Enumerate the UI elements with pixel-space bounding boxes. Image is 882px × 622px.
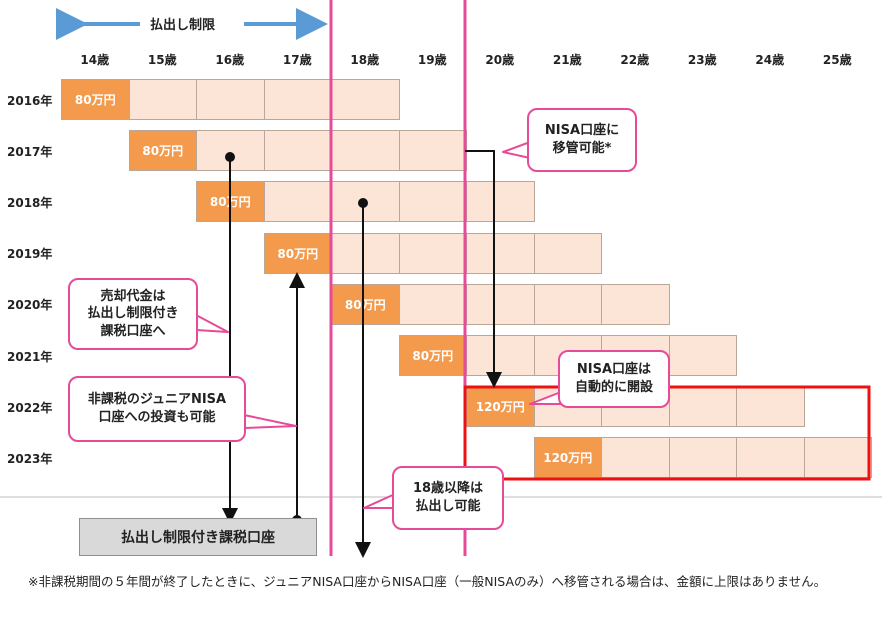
contribution-amount-cell: 120万円: [466, 386, 535, 428]
holding-period-cell: [601, 283, 670, 325]
age-label: 21歳: [552, 53, 582, 67]
age-label: 17歳: [282, 53, 312, 67]
age-label: 15歳: [147, 53, 177, 67]
restriction-label: 払出し制限: [150, 18, 216, 33]
callout-nisa-transfer: NISA口座に 移管可能*: [527, 108, 637, 172]
restricted-taxable-account-box: 払出し制限付き課税口座: [79, 518, 317, 556]
year-label: 2023年: [7, 451, 53, 466]
holding-period-cell: [331, 130, 400, 172]
holding-period-cell: [196, 79, 265, 120]
holding-period-cell: [601, 437, 670, 479]
contribution-amount-cell: 80万円: [61, 79, 130, 120]
nisa-transfer-arrow: [465, 150, 502, 388]
holding-period-cell: [331, 79, 400, 120]
callout-tail-sale-proceeds: [195, 314, 229, 333]
age-label: 16歳: [215, 53, 245, 67]
year-label: 2019年: [7, 247, 53, 262]
age-label: 24歳: [755, 53, 785, 67]
holding-period-cell: [803, 437, 872, 479]
year-label: 2020年: [7, 298, 53, 313]
age-label: 19歳: [417, 53, 447, 67]
callout-withdrawal-ok: 18歳以降は 払出し可能: [392, 466, 504, 530]
age-label: 14歳: [80, 53, 110, 67]
year-label: 2018年: [7, 195, 53, 210]
holding-period-cell: [263, 79, 332, 120]
callout-junior-nisa: 非課税のジュニアNISA 口座への投資も可能: [68, 376, 246, 442]
holding-period-cell: [466, 181, 535, 223]
callout-nisa-auto-open: NISA口座は 自動的に開設: [558, 350, 670, 408]
holding-period-cell: [398, 232, 467, 274]
year-label: 2022年: [7, 400, 53, 415]
holding-period-cell: [668, 386, 737, 428]
age-label: 18歳: [350, 53, 380, 67]
footnote: ※非課税期間の５年間が終了したときに、ジュニアNISA口座からNISA口座（一般…: [28, 574, 827, 589]
callout-tail-withdrawal-ok: [363, 493, 396, 509]
holding-period-cell: [398, 130, 467, 172]
holding-period-cell: [668, 335, 737, 376]
contribution-amount-cell: 80万円: [398, 335, 467, 376]
age-label: 20歳: [485, 53, 515, 67]
holding-period-cell: [398, 181, 467, 223]
contribution-amount-cell: 80万円: [128, 130, 197, 172]
year-label: 2017年: [7, 144, 53, 159]
year-label: 2016年: [7, 93, 53, 108]
callout-tail-nisa-auto-open: [529, 391, 562, 405]
holding-period-cell: [533, 283, 602, 325]
age-label: 23歳: [687, 53, 717, 67]
age-label: 22歳: [620, 53, 650, 67]
holding-period-cell: [128, 79, 197, 120]
callout-tail-junior-nisa: [243, 414, 297, 429]
year-label: 2021年: [7, 349, 53, 364]
callout-tail-nisa-transfer: [502, 141, 531, 159]
holding-period-cell: [263, 130, 332, 172]
callout-sale-proceeds: 売却代金は 払出し制限付き 課税口座へ: [68, 278, 198, 350]
holding-period-cell: [263, 181, 332, 223]
holding-period-cell: [533, 232, 602, 274]
age-label: 25歳: [822, 53, 852, 67]
